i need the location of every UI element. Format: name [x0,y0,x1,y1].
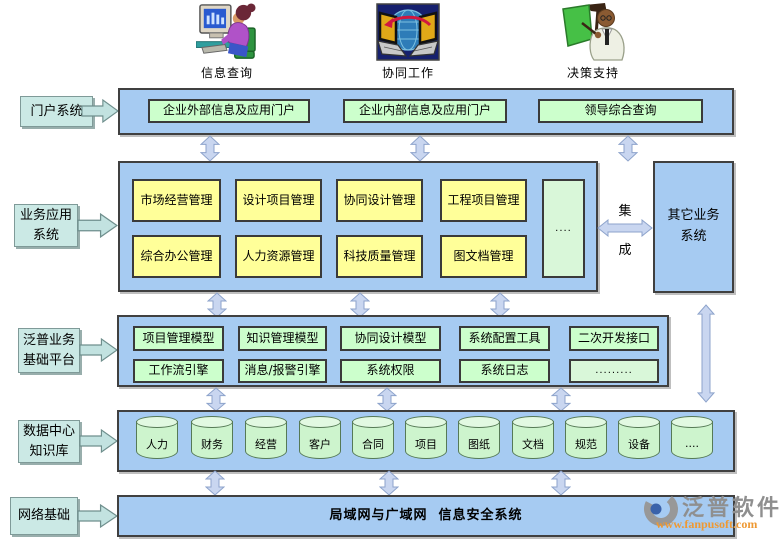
database-label: 财务 [201,437,223,451]
business-box-doc: 图文档管理 [440,235,527,278]
business-box-engineering: 工程项目管理 [440,179,527,222]
database-label: 客户 [309,437,331,451]
platform-box-collab-model: 协同设计模型 [340,326,441,351]
database-label: 规范 [575,437,597,451]
database-label: 图纸 [468,437,490,451]
business-box-design-project: 设计项目管理 [235,179,322,222]
database-cylinder: 合同 [352,416,394,459]
watermark: 泛普软件 www.fanpusoft.com [642,490,784,536]
collaboration-label: 协同工作 [381,66,434,80]
database-label: 项目 [415,437,437,451]
database-label: .... [685,437,699,450]
side-label-network: 网络基础 [10,497,78,535]
database-cylinder: 经营 [245,416,287,459]
decision-support-label: 决策支持 [566,66,619,80]
business-box-tech-quality: 科技质量管理 [336,235,423,278]
portal-arrow-icon [81,98,119,124]
connector-arrow-icon [206,387,226,412]
connector-arrow-icon [205,470,225,496]
connector-arrow-icon [551,387,571,412]
info-query-label: 信息查询 [200,66,253,80]
network-panel: 局域网与广域网 信息安全系统 [117,495,735,537]
side-label-platform: 泛普业务 基础平台 [18,328,80,373]
database-cylinder: 文档 [512,416,554,459]
database-cylinder: .... [671,416,713,459]
side-label-portal: 门户系统 [20,96,93,127]
datacenter-arrow-icon [79,428,118,454]
database-cylinder: 客户 [299,416,341,459]
business-panel: 市场经营管理 设计项目管理 协同设计管理 工程项目管理 综合办公管理 人力资源管… [118,161,598,292]
connector-arrow-icon [200,135,220,162]
connector-arrow-icon [551,470,571,496]
platform-box-dev-api: 二次开发接口 [569,326,659,351]
database-cylinder: 图纸 [458,416,500,459]
portal-box-external: 企业外部信息及应用门户 [148,99,310,123]
database-label: 人力 [146,437,168,451]
business-arrow-icon [77,212,118,239]
other-systems-connector-arrow-icon [697,304,715,403]
database-cylinder: 财务 [191,416,233,459]
collaboration-icon [376,3,440,61]
database-cylinder: 项目 [405,416,447,459]
platform-box-syslog: 系统日志 [459,359,550,383]
info-query-icon-group: 信息查询 [194,3,260,81]
portal-box-internal: 企业内部信息及应用门户 [343,99,507,123]
integration-label-bottom: 成 [618,243,632,258]
side-label-business: 业务应用 系统 [14,204,78,247]
watermark-brand: 泛普软件 [682,496,783,521]
fanpu-logo-icon [644,492,678,526]
connector-arrow-icon [410,135,430,162]
portal-panel: 企业外部信息及应用门户 企业内部信息及应用门户 领导综合查询 [118,88,734,135]
other-systems-box: 其它业务 系统 [653,161,734,293]
platform-box-knowledge-model: 知识管理模型 [238,326,327,351]
decision-support-icon [562,3,625,61]
business-box-collab-design: 协同设计管理 [336,179,423,222]
platform-box-config-tools: 系统配置工具 [459,326,550,351]
info-query-icon [196,3,256,59]
database-cylinder: 规范 [565,416,607,459]
platform-box-project-model: 项目管理模型 [133,326,224,351]
platform-box-permissions: 系统权限 [340,359,441,383]
platform-arrow-icon [79,337,118,363]
platform-box-workflow: 工作流引擎 [133,359,224,383]
datacenter-panel: 人力 财务 经营 客户 合同 项目 图纸 文档 规范 设备 .... [117,410,735,472]
network-arrow-icon [77,503,118,529]
business-box-market: 市场经营管理 [132,179,221,222]
connector-arrow-icon [379,470,399,496]
portal-box-leader-query: 领导综合查询 [538,99,703,123]
side-label-datacenter: 数据中心 知识库 [18,420,80,463]
platform-panel: 项目管理模型 知识管理模型 协同设计模型 系统配置工具 二次开发接口 工作流引擎… [117,315,669,387]
decision-support-icon-group: 决策支持 [556,3,630,81]
database-cylinder: 设备 [618,416,660,459]
platform-box-message-engine: 消息/报警引擎 [238,359,327,383]
connector-arrow-icon [377,387,397,412]
business-box-office: 综合办公管理 [132,235,221,278]
database-label: 设备 [628,437,650,451]
business-box-hr: 人力资源管理 [235,235,322,278]
database-cylinder: 人力 [136,416,178,459]
connector-arrow-icon [618,135,638,162]
collaboration-icon-group: 协同工作 [374,3,442,81]
database-label: 经营 [255,437,277,451]
database-label: 文档 [522,437,544,451]
watermark-url: www.fanpusoft.com [656,517,758,531]
platform-box-more: ......... [569,359,659,383]
database-label: 合同 [362,437,384,451]
business-box-more: .... [542,179,585,278]
integration-arrow-icon [597,219,653,237]
integration-label-top: 集 [618,204,632,219]
